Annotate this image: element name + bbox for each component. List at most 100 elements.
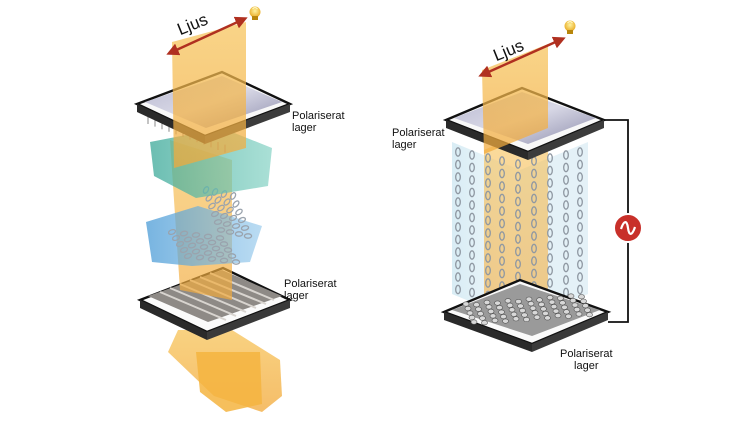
polarizer-particle	[567, 293, 575, 299]
liquid-crystal-molecule	[515, 246, 521, 257]
liquid-crystal-molecule	[547, 203, 553, 213]
polarizer-particle	[538, 301, 545, 307]
polarizer-particle	[498, 309, 505, 315]
polarizer-particle	[485, 304, 493, 310]
liquid-crystal-molecule	[563, 175, 569, 185]
left-liquid-crystal-molecules	[167, 186, 253, 265]
liquid-crystal-molecule	[175, 240, 185, 248]
polarizer-particle	[582, 303, 589, 309]
liquid-crystal-molecule	[485, 265, 491, 276]
liquid-crystal-molecule	[547, 165, 553, 176]
polarizer-particle	[489, 313, 497, 319]
polarizer-particle	[531, 310, 539, 316]
right-bottom-polarizer-label: Polariserat lager	[560, 348, 613, 372]
liquid-crystal-molecule	[223, 247, 233, 253]
polarizer-particle	[525, 296, 533, 302]
liquid-crystal-molecule	[577, 209, 583, 220]
polarizer-label-line2: lager	[392, 139, 417, 151]
polarizer-particle	[481, 320, 488, 326]
liquid-crystal-molecule	[547, 240, 553, 251]
polarizer-particle	[506, 302, 514, 308]
liquid-crystal-molecule	[499, 193, 505, 204]
polarizer-particle	[523, 316, 530, 322]
polarizer-particle	[515, 298, 522, 304]
liquid-crystal-molecule	[183, 252, 193, 260]
polarizer-label-line1: Polariserat	[560, 348, 613, 360]
liquid-crystal-molecule	[167, 228, 177, 236]
right-liquid-crystal-molecules	[455, 147, 583, 307]
liquid-crystal-molecule	[547, 190, 553, 201]
liquid-crystal-molecule	[547, 228, 553, 238]
liquid-crystal-molecule	[469, 200, 475, 210]
polarizer-particle	[473, 302, 480, 308]
polarizer-particle	[542, 310, 549, 316]
right-bottom-polarizer	[440, 278, 612, 352]
polarizer-particle	[475, 306, 482, 312]
liquid-crystal-molecule	[531, 256, 537, 266]
liquid-crystal-molecule	[469, 212, 475, 223]
liquid-crystal-molecule	[563, 200, 569, 210]
polarizer-particle	[512, 316, 520, 322]
liquid-crystal-molecule	[531, 218, 537, 229]
liquid-crystal-molecule	[231, 259, 241, 265]
polarizer-particle	[479, 315, 486, 321]
liquid-crystal-molecule	[531, 268, 537, 279]
liquid-crystal-molecule	[469, 275, 475, 285]
polarizer-particle	[563, 309, 570, 315]
polarizer-particle	[487, 308, 495, 314]
liquid-crystal-molecule	[203, 250, 213, 256]
polarizer-particle	[483, 299, 491, 305]
liquid-crystal-molecule	[499, 168, 505, 179]
liquid-crystal-molecule	[577, 247, 583, 257]
liquid-crystal-molecule	[243, 233, 253, 239]
polarizer-particle	[552, 308, 560, 314]
polarizer-particle	[565, 313, 572, 319]
liquid-crystal-molecule	[199, 244, 209, 250]
liquid-crystal-molecule	[207, 239, 217, 246]
polarizer-label-line2: lager	[292, 122, 317, 134]
liquid-crystal-molecule	[455, 259, 461, 270]
liquid-crystal-molecule	[231, 223, 241, 229]
liquid-crystal-molecule	[211, 245, 221, 252]
polarizer-particle	[517, 303, 524, 309]
polarizer-particle	[578, 294, 585, 300]
liquid-crystal-molecule	[171, 234, 181, 242]
polarizer-particle	[584, 307, 591, 313]
liquid-crystal-molecule	[515, 209, 521, 219]
liquid-crystal-molecule	[469, 187, 475, 198]
liquid-crystal-molecule	[577, 147, 583, 157]
polarizer-particle	[536, 297, 543, 303]
liquid-crystal-molecule	[515, 234, 521, 244]
liquid-crystal-molecule	[515, 196, 521, 207]
liquid-crystal-molecule	[547, 215, 553, 226]
liquid-crystal-molecule	[547, 153, 553, 163]
liquid-crystal-molecule	[485, 240, 491, 251]
polarizer-particle	[573, 306, 581, 312]
liquid-crystal-molecule	[455, 222, 461, 232]
liquid-crystal-molecule	[499, 243, 505, 254]
liquid-crystal-molecule	[469, 175, 475, 185]
liquid-crystal-molecule	[515, 184, 521, 194]
liquid-crystal-molecule	[455, 184, 461, 195]
polarizer-particle	[559, 300, 566, 306]
liquid-crystal-molecule	[469, 150, 475, 160]
polarizer-label-line1: Polariserat	[284, 278, 337, 290]
polarizer-particle	[510, 311, 518, 317]
polarizer-label-line1: Polariserat	[392, 127, 445, 139]
liquid-crystal-molecule	[515, 159, 521, 169]
liquid-crystal-molecule	[563, 187, 569, 198]
liquid-crystal-molecule	[531, 243, 537, 254]
polarizer-particle	[527, 301, 535, 307]
left-bottom-polarizer	[136, 266, 294, 340]
liquid-crystal-molecule	[219, 257, 229, 264]
liquid-crystal-molecule	[547, 253, 553, 263]
polarizer-particle	[529, 305, 537, 311]
polarizer-particle	[580, 298, 587, 304]
liquid-crystal-molecule	[499, 218, 505, 229]
polarizer-particle	[554, 313, 562, 319]
liquid-crystal-molecule	[577, 197, 583, 207]
polarizer-particle	[504, 298, 512, 304]
polarizer-label-line2: lager	[284, 290, 309, 302]
liquid-crystal-molecule	[455, 247, 461, 257]
liquid-crystal-molecule	[217, 204, 225, 212]
